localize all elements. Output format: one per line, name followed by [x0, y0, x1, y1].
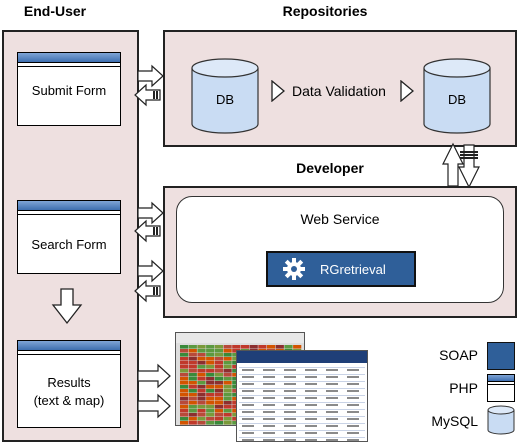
db-left-label: DB — [215, 92, 235, 107]
arrow-right-icon — [137, 259, 164, 283]
database-icon — [487, 405, 515, 435]
results-form[interactable]: Results (text & map) — [17, 340, 121, 428]
triangle-right-icon — [400, 80, 414, 102]
rgretrieval-label: RGretrieval — [320, 262, 386, 277]
web-service-box: Web Service RGretrieval — [176, 196, 504, 303]
database-icon — [423, 58, 491, 134]
db-right-label: DB — [447, 92, 467, 107]
arrow-down-icon — [51, 288, 83, 325]
legend-soap-swatch — [487, 342, 515, 370]
data-validation-label: Data Validation — [292, 83, 386, 99]
results-label-line2: (text & map) — [33, 393, 105, 408]
arrow-left-icon — [134, 83, 161, 107]
search-form-label: Search Form — [31, 237, 107, 252]
arrow-left-icon — [134, 219, 161, 243]
gear-icon — [283, 258, 305, 280]
repositories-heading: Repositories — [282, 3, 368, 19]
triangle-right-icon — [271, 80, 285, 102]
arrow-down-icon — [458, 144, 480, 189]
arrow-right-icon — [137, 201, 164, 225]
db-right: DB — [422, 58, 492, 134]
end-user-heading: End-User — [23, 3, 87, 19]
submit-form[interactable]: Submit Form — [17, 52, 121, 126]
results-label-line1: Results — [47, 375, 91, 390]
results-table-image — [236, 350, 368, 442]
legend-php-swatch — [487, 374, 515, 402]
arrow-left-icon — [134, 279, 161, 303]
legend-php-label: PHP — [449, 380, 478, 396]
legend-soap-label: SOAP — [439, 347, 478, 363]
web-service-label: Web Service — [300, 211, 380, 227]
legend-mysql-label: MySQL — [431, 413, 478, 429]
search-form[interactable]: Search Form — [17, 200, 121, 274]
submit-form-label: Submit Form — [31, 83, 107, 98]
arrow-right-icon — [137, 64, 164, 88]
db-left: DB — [190, 58, 260, 134]
arrow-right-icon — [137, 393, 171, 419]
rgretrieval-button[interactable]: RGretrieval — [266, 251, 416, 287]
arrow-up-icon — [442, 142, 464, 187]
arrow-right-icon — [137, 363, 171, 389]
database-icon — [191, 58, 259, 134]
developer-heading: Developer — [296, 160, 364, 176]
